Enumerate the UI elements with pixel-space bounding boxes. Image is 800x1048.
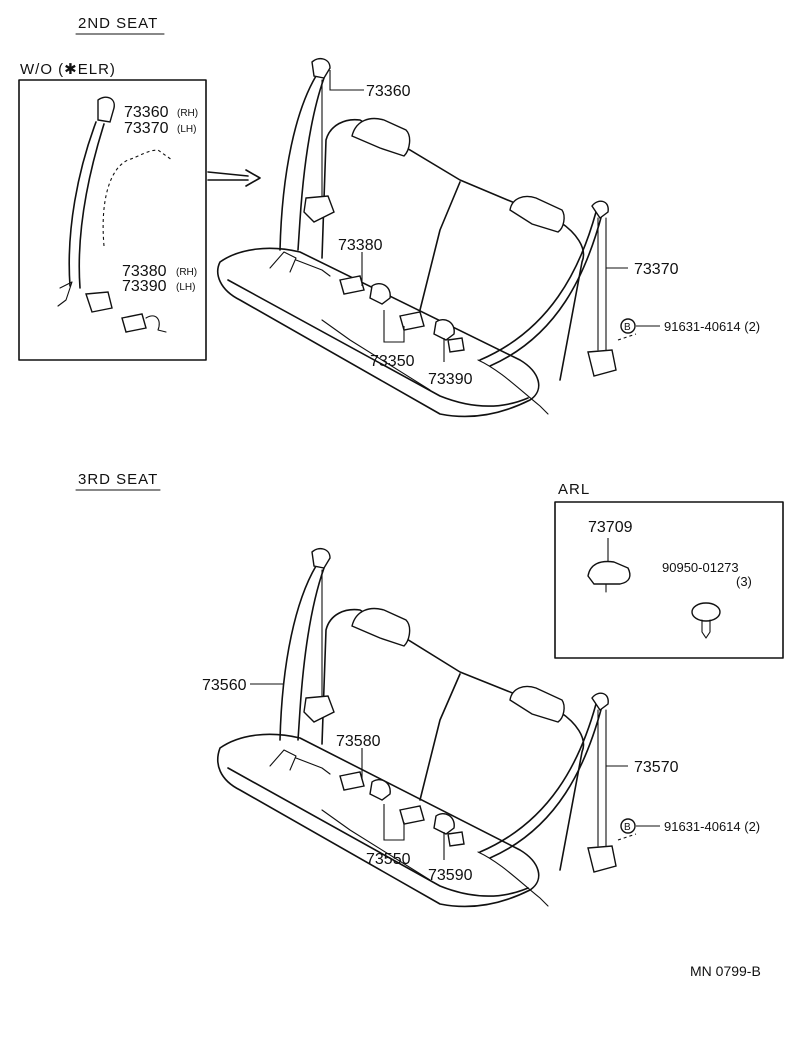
retractor-right-3 (587, 845, 617, 873)
svg-text:(RH): (RH) (177, 108, 198, 119)
svg-text:73360: 73360 (366, 83, 411, 100)
belt-right-3 (479, 703, 597, 853)
seat-back-outline (102, 149, 173, 247)
buckle (121, 313, 147, 333)
buckle-center-1 (339, 275, 365, 295)
buckle-center-3 (399, 311, 425, 331)
headrest-left (351, 117, 411, 157)
svg-text:W/O (✱ELR): W/O (✱ELR) (20, 61, 116, 78)
belt-left (279, 75, 317, 251)
svg-text:B: B (624, 822, 631, 833)
anchor-left-top (311, 57, 331, 79)
svg-text:91631-40614 (2): 91631-40614 (2) (664, 819, 760, 834)
second-seat-assembly: B 73360 73380 73370 73350 73390 91631-40… (216, 57, 760, 418)
svg-text:73370: 73370 (124, 120, 169, 137)
svg-text:73370: 73370 (634, 261, 679, 278)
diagram-code: MN 0799-B (690, 963, 761, 979)
belt-right (479, 211, 597, 361)
svg-text:(RH): (RH) (176, 267, 197, 278)
buckle-center-3-2 (369, 778, 391, 801)
third-seat-assembly: B 73560 73580 73570 73550 73590 91631-40… (202, 547, 760, 908)
buckle-center-3-3 (399, 805, 425, 825)
svg-text:(3): (3) (736, 574, 752, 589)
belt-left-3 (279, 565, 317, 741)
headrest-right-3 (509, 685, 565, 723)
inset-without-elr: W/O (✱ELR) 73360 (RH) 73370 (LH) 73380 (… (18, 61, 207, 361)
svg-text:73550: 73550 (366, 851, 411, 868)
svg-text:3RD SEAT: 3RD SEAT (78, 471, 158, 488)
svg-text:73350: 73350 (370, 353, 415, 370)
retractor-right (587, 349, 617, 377)
svg-text:(LH): (LH) (177, 124, 196, 135)
belt-webbing (68, 121, 97, 287)
seat-cushion (216, 247, 540, 418)
second-seat-header: 2ND SEAT (75, 15, 165, 35)
svg-text:73570: 73570 (634, 759, 679, 776)
svg-text:73390: 73390 (122, 278, 167, 295)
retractor (85, 291, 113, 313)
anchor-left-top-3 (311, 547, 331, 569)
buckle-center-3-4 (433, 812, 455, 835)
buckle-center-2 (369, 282, 391, 305)
headrest-right (509, 195, 565, 233)
svg-text:90950-01273: 90950-01273 (662, 560, 739, 575)
clip-stem (701, 619, 711, 639)
inset-arl: ARL 73709 90950-01273 (3) (554, 481, 784, 659)
headrest-left-3 (351, 607, 411, 647)
buckle-center-4 (433, 318, 455, 341)
clip-head (691, 602, 721, 622)
buckle-center-3-1 (339, 771, 365, 791)
retractor-left-3 (303, 695, 335, 723)
svg-text:B: B (624, 322, 631, 333)
svg-text:73580: 73580 (336, 733, 381, 750)
anchor-right-top-3 (591, 692, 609, 712)
retractor-cover (587, 560, 631, 585)
svg-text:73380: 73380 (122, 263, 167, 280)
svg-text:2ND SEAT: 2ND SEAT (78, 15, 158, 32)
floor-anchor (57, 281, 73, 307)
svg-text:73380: 73380 (338, 237, 383, 254)
svg-text:73360: 73360 (124, 104, 169, 121)
seat-cushion-3 (216, 733, 540, 908)
inset-frame (18, 79, 207, 361)
anchor-right-top (591, 200, 609, 220)
svg-text:73590: 73590 (428, 867, 473, 884)
svg-text:73390: 73390 (428, 371, 473, 388)
third-seat-header: 3RD SEAT (75, 471, 161, 491)
svg-text:ARL: ARL (558, 481, 590, 498)
bolt-marker-circle (620, 318, 636, 334)
upper-anchor (97, 96, 115, 123)
svg-text:73560: 73560 (202, 677, 247, 694)
svg-text:(LH): (LH) (176, 282, 195, 293)
arl-frame (554, 501, 784, 659)
svg-text:73709: 73709 (588, 519, 633, 536)
inset-pointer-arrow (207, 169, 261, 187)
svg-text:91631-40614 (2): 91631-40614 (2) (664, 319, 760, 334)
bolt-marker-circle-3 (620, 818, 636, 834)
retractor-left (303, 195, 335, 223)
